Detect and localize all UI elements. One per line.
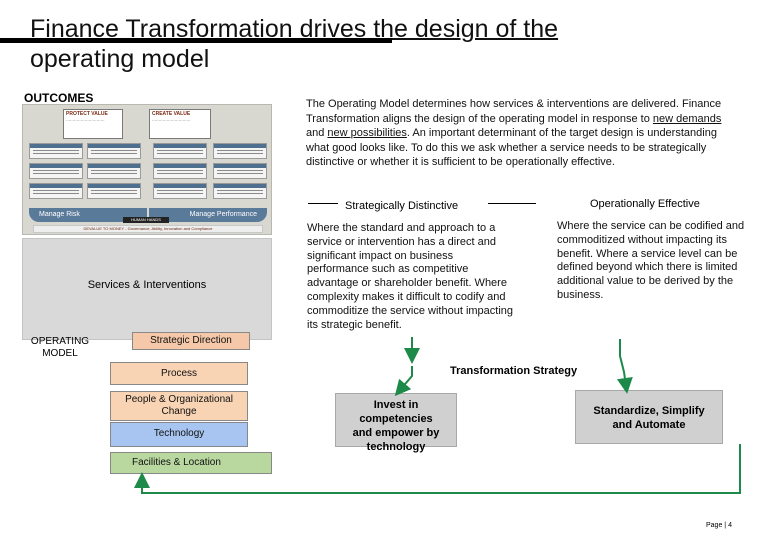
layer-people-line2: Change	[161, 406, 197, 417]
layer-process: Process	[110, 362, 248, 385]
operationally-effective-text: Where the service can be codified and co…	[557, 220, 745, 301]
framework-footer-banner: DEVALUE TO MONEY - Governance, Ability, …	[33, 225, 263, 233]
standardize-line1: Standardize, Simplify	[593, 405, 705, 417]
framework-tile	[213, 143, 267, 159]
framework-tile	[87, 143, 141, 159]
framework-tile	[87, 163, 141, 179]
services-region	[22, 238, 272, 340]
title-underline-bar	[0, 38, 392, 43]
create-value-box: CREATE VALUE ···························…	[149, 109, 211, 139]
intro-text-part2: . An important determinant of the target…	[306, 127, 717, 169]
manage-performance-bar: Manage Performance	[149, 208, 267, 222]
standardize-line2: and Automate	[612, 419, 686, 431]
layer-strategic-direction: Strategic Direction	[132, 332, 250, 350]
intro-link-new-possibilities: new possibilities	[327, 127, 407, 140]
strategically-distinctive-text: Where the standard and approach to a ser…	[307, 222, 514, 331]
framework-tile	[153, 143, 207, 159]
framework-tile	[153, 163, 207, 179]
standardize-automate-box: Standardize, Simplify and Automate	[575, 390, 723, 444]
strategic-heading-leader-right	[488, 203, 536, 204]
page-number: Page | 4	[706, 522, 732, 529]
page-title-line2: operating model	[30, 45, 210, 73]
services-interventions-label: Services & Interventions	[87, 279, 207, 291]
invest-line1: Invest in competencies	[359, 399, 433, 425]
create-value-lines: ·····························	[152, 118, 191, 123]
framework-tile	[213, 183, 267, 199]
transformation-strategy-heading: Transformation Strategy	[450, 365, 578, 377]
intro-link-new-demands: new demands	[652, 112, 722, 125]
protect-value-box: PROTECT VALUE ··························…	[63, 109, 123, 139]
create-value-heading: CREATE VALUE	[152, 111, 191, 117]
framework-tile	[153, 183, 207, 199]
page-number-value: 4	[728, 522, 732, 529]
framework-tile	[29, 163, 83, 179]
strategic-heading-leader-left	[308, 203, 338, 204]
operating-model-label-line2: MODEL	[42, 348, 78, 359]
layer-people-organizational-change: People & Organizational Change	[110, 391, 248, 421]
framework-tile	[29, 143, 83, 159]
layer-facilities-location: Facilities & Location	[110, 452, 272, 474]
operationally-effective-heading: Operationally Effective	[590, 198, 700, 210]
protect-value-heading: PROTECT VALUE	[66, 111, 108, 117]
invest-line2: and empower by	[352, 427, 440, 439]
layer-people-line1: People & Organizational	[125, 394, 233, 405]
invest-line3: technology	[366, 441, 426, 453]
outcomes-framework-diagram: PROTECT VALUE ··························…	[22, 104, 272, 235]
operating-model-label: OPERATING MODEL	[30, 336, 90, 360]
layer-technology: Technology	[110, 422, 248, 447]
arrow-right-to-standardize	[616, 339, 633, 394]
page-title: Finance Transformation drives the design…	[30, 14, 730, 74]
outcomes-label: OUTCOMES	[24, 91, 94, 105]
manage-risk-bar: Manage Risk	[29, 208, 147, 222]
invest-competencies-box: Invest in competencies and empower by te…	[335, 393, 457, 453]
operating-model-label-line1: OPERATING	[30, 336, 90, 347]
intro-text-and: and	[306, 127, 328, 140]
intro-text-part1: The Operating Model determines how servi…	[306, 98, 722, 125]
framework-hub-label: HUMAN HANDS	[123, 217, 169, 223]
framework-tile	[87, 183, 141, 199]
protect-value-lines: ·····························	[66, 118, 105, 123]
framework-tile	[213, 163, 267, 179]
arrow-left-to-invest	[394, 366, 413, 397]
page-label: Page	[706, 522, 723, 529]
framework-tile	[29, 183, 83, 199]
strategically-distinctive-heading: Strategically Distinctive	[345, 200, 459, 212]
intro-paragraph: The Operating Model determines how servi…	[306, 97, 726, 170]
